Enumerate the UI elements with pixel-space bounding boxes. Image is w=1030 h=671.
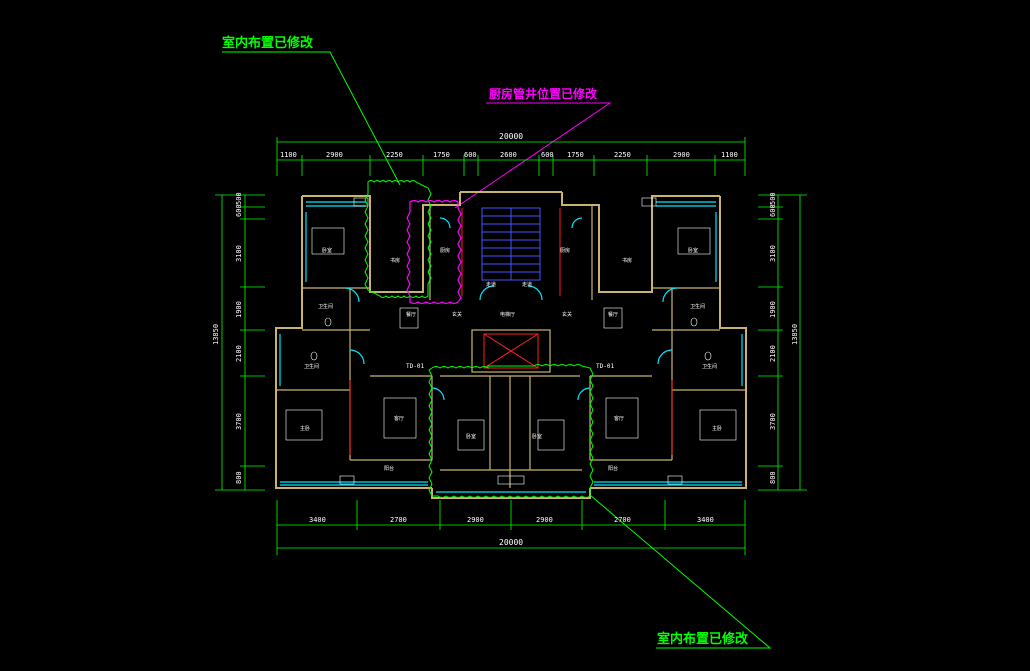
stairwell	[481, 207, 541, 281]
dim-bottom-seg-2: 2700	[390, 516, 407, 524]
room-bath-left-lower: 卫生间	[304, 363, 319, 370]
dim-right-seg-5: 2100	[769, 345, 777, 362]
dim-bottom-seg-5: 2700	[614, 516, 631, 524]
dim-top-seg-7: 600	[541, 151, 554, 159]
dim-bottom-seg-6: 3400	[697, 516, 714, 524]
dim-left-seg-7: 800	[235, 471, 243, 484]
room-balcony-left: 阳台	[384, 465, 394, 472]
room-bedroom-right: 卧室	[688, 247, 698, 254]
dim-bottom-seg-4: 2900	[536, 516, 553, 524]
room-master-right: 主卧	[712, 425, 722, 432]
note-top-center: 厨房管井位置已修改	[489, 86, 598, 101]
room-elevator-hall: 电梯厅	[500, 311, 515, 318]
revision-cloud-kitchen-shaft	[406, 199, 462, 305]
dimension-lines	[215, 137, 807, 555]
room-labels: 卧室 卧室 书房 书房 厨房 厨房 走道 走道 卫生间 卫生间 卫生间 卫生间 …	[300, 247, 722, 472]
room-bedroom-center-right: 卧室	[532, 433, 542, 440]
room-balcony-right: 阳台	[608, 465, 618, 472]
dim-right-seg-4: 1900	[769, 301, 777, 318]
unit-tag-right: TD-01	[596, 363, 614, 370]
room-bath-right-upper: 卫生间	[690, 303, 705, 310]
room-living-right: 客厅	[614, 415, 624, 422]
dim-right-seg-2: 600	[769, 204, 777, 217]
dim-right-seg-7: 800	[769, 471, 777, 484]
room-bath-left-upper: 卫生间	[318, 303, 333, 310]
left-dimension-texts: 13850 500 600 3100 1900 2100 3700 800	[212, 192, 243, 484]
dim-left-seg-6: 3700	[235, 413, 243, 430]
room-living-left: 客厅	[394, 415, 404, 422]
dim-top-seg-3: 2250	[386, 151, 403, 159]
dim-right-seg-3: 3100	[769, 245, 777, 262]
room-master-left: 主卧	[300, 425, 310, 432]
unit-tag-left: TD-01	[406, 363, 424, 370]
dim-top-seg-9: 2250	[614, 151, 631, 159]
dim-top-seg-2: 2900	[326, 151, 343, 159]
room-entrance-right: 玄关	[562, 311, 572, 318]
room-dining-left: 餐厅	[406, 311, 416, 318]
windows	[279, 201, 743, 493]
room-kitchen-left: 厨房	[440, 247, 450, 254]
note-bottom-right: 室内布置已修改	[657, 631, 749, 647]
room-corridor-left: 走道	[486, 281, 496, 288]
room-dining-right: 餐厅	[608, 311, 618, 318]
note-top-left: 室内布置已修改	[222, 35, 314, 51]
room-corridor-right: 走道	[522, 281, 532, 288]
furniture	[285, 197, 737, 485]
magenta-note-leader	[454, 102, 612, 209]
room-bath-right-lower: 卫生间	[702, 363, 717, 370]
elevator-shaft	[349, 208, 673, 455]
dim-top-seg-10: 2900	[673, 151, 690, 159]
dim-right-seg-1: 500	[769, 192, 777, 205]
dim-bottom-seg-3: 2900	[467, 516, 484, 524]
dim-right-seg-6: 3700	[769, 413, 777, 430]
revision-cloud-center	[428, 364, 594, 498]
room-entrance-left: 玄关	[452, 311, 462, 318]
dim-left-seg-2: 600	[235, 204, 243, 217]
dim-top-seg-11: 1100	[721, 151, 738, 159]
note-leaders	[222, 51, 772, 649]
dim-left-seg-3: 3100	[235, 245, 243, 262]
dim-left-total: 13850	[212, 324, 220, 345]
room-bedroom-center-left: 卧室	[466, 433, 476, 440]
dim-left-seg-5: 2100	[235, 345, 243, 362]
dim-right-total: 13850	[791, 324, 799, 345]
room-bedroom-left: 卧室	[322, 247, 332, 254]
dim-top-seg-5: 600	[464, 151, 477, 159]
dim-top-seg-1: 1100	[280, 151, 297, 159]
exterior-walls	[275, 191, 747, 499]
dim-top-seg-6: 2600	[500, 151, 517, 159]
room-kitchen-right: 厨房	[560, 247, 570, 254]
dim-top-seg-4: 1750	[433, 151, 450, 159]
dim-top-seg-8: 1750	[567, 151, 584, 159]
revision-cloud-left	[364, 180, 432, 298]
dim-left-seg-1: 500	[235, 192, 243, 205]
right-dimension-texts: 13850 500 600 3100 1900 2100 3700 800	[769, 192, 799, 484]
room-study-left: 书房	[390, 257, 400, 264]
dim-bottom-total: 20000	[499, 538, 523, 547]
room-study-right: 书房	[622, 257, 632, 264]
dim-left-seg-4: 1900	[235, 301, 243, 318]
dim-top-total: 20000	[499, 132, 523, 141]
dim-bottom-seg-1: 3400	[309, 516, 326, 524]
